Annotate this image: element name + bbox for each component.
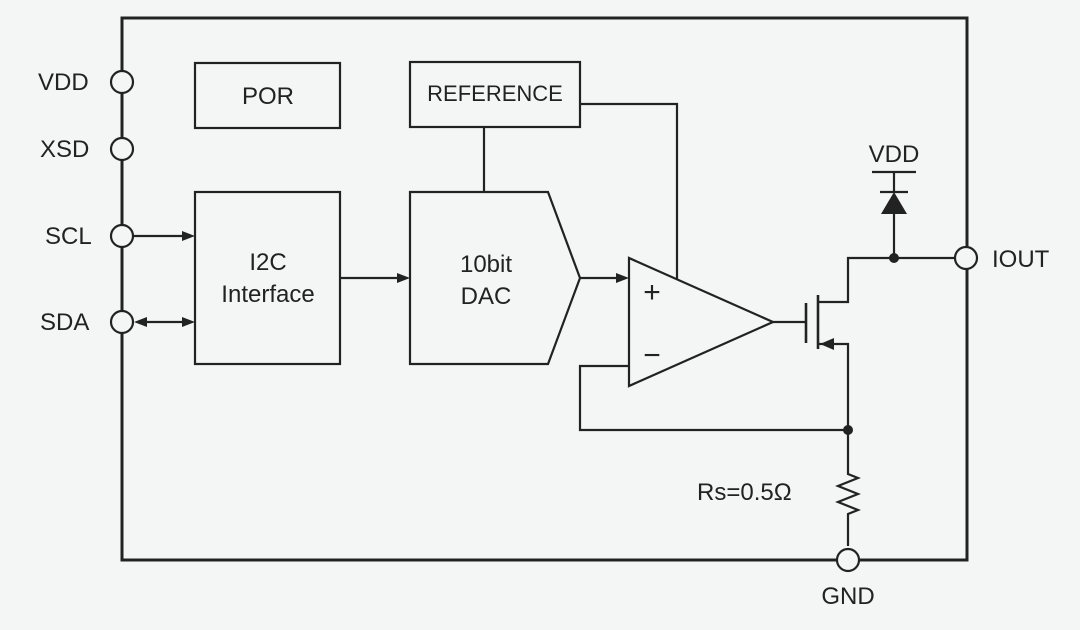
i2c-to-dac-arrow xyxy=(397,273,410,283)
dac-label-line1: 10bit xyxy=(460,251,512,278)
iout-pin-label: IOUT xyxy=(992,246,1050,273)
iout-junction-dot xyxy=(889,253,899,263)
feedback-junction-dot xyxy=(843,425,853,435)
i2c-to-sda-arrow xyxy=(134,317,147,327)
gnd-pin-label: GND xyxy=(821,583,874,610)
vdd-pin-label: VDD xyxy=(38,69,89,96)
opamp xyxy=(627,256,776,388)
diode-vdd-label: VDD xyxy=(869,141,920,168)
scl-pin xyxy=(109,223,135,249)
sense-resistor xyxy=(835,470,861,546)
gnd-pin xyxy=(835,547,861,573)
scl-to-i2c-arrow xyxy=(182,231,195,241)
por-block xyxy=(193,61,342,130)
dac-block xyxy=(408,190,582,366)
mosfet-source-wire xyxy=(818,342,850,470)
mosfet-drain-wire xyxy=(818,256,964,304)
resistor-label: Rs=0.5Ω xyxy=(697,479,792,506)
por-label: POR xyxy=(242,83,294,110)
scl-pin-label: SCL xyxy=(45,223,92,250)
reference-label: REFERENCE xyxy=(427,81,563,106)
reference-block xyxy=(408,60,582,129)
dac-label-line2: DAC xyxy=(461,283,512,310)
sda-to-i2c-arrow xyxy=(182,317,195,327)
diode-triangle xyxy=(881,192,907,214)
i2c-interface-block xyxy=(193,190,342,366)
xsd-pin xyxy=(109,136,135,162)
mosfet-source-arrow xyxy=(820,338,834,350)
i2c-label-line2: Interface xyxy=(221,281,314,308)
chip-outline xyxy=(120,16,969,562)
feedback-wire xyxy=(578,364,848,432)
sda-pin-label: SDA xyxy=(40,309,89,336)
iout-pin xyxy=(953,245,979,271)
opamp-minus-sign: − xyxy=(643,339,661,372)
i2c-label-line1: I2C xyxy=(249,249,286,276)
dac-to-opamp-arrow xyxy=(616,273,629,283)
opamp-plus-sign: + xyxy=(643,276,661,309)
vdd-pin xyxy=(109,69,135,95)
reference-to-opamp-wire xyxy=(580,102,679,280)
sda-pin xyxy=(109,309,135,335)
xsd-pin-label: XSD xyxy=(40,136,89,163)
